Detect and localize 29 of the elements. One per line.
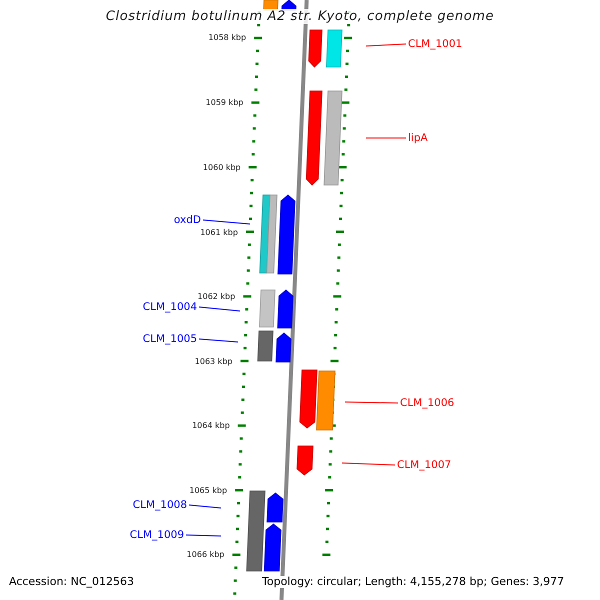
scale-label: 1065 kbp [189,485,228,497]
leader-line [344,402,398,404]
leader-line [198,338,238,342]
gene-label: CLM_1006 [400,397,454,409]
leader-line [186,534,222,536]
gene-label: CLM_1005 [142,333,197,345]
scale-label: 1064 kbp [192,420,230,432]
scale-label: 1061 kbp [200,227,238,239]
leader-line [198,306,240,312]
scale-label: 1058 kbp [208,32,246,44]
scale-label: 1059 kbp [206,97,244,109]
leader-line [366,44,406,46]
gene-label: CLM_1009 [130,529,184,541]
scale-label: 1066 kbp [186,549,224,561]
leader-line [188,504,222,508]
scale-label: 1060 kbp [202,162,241,174]
gene-label: CLM_1008 [132,499,187,511]
chart-title: Clostridium botulinum A2 str. Kyoto, complete genome [104,11,496,23]
leader-line [202,220,250,224]
scale-label: 1063 kbp [194,356,232,368]
genome-info: Topology: circular; Length: 4,155,278 bp; Genes: 3,977 [262,576,564,588]
gene-label: CLM_1001 [408,38,462,50]
gene-label: CLM_1007 [397,459,452,471]
accession-label: Accession: NC_012563 [9,576,134,588]
gene-label: oxdD [174,214,201,226]
gene-label: CLM_1004 [142,301,197,313]
scale-label: 1062 kbp [198,291,236,303]
leader-line [342,462,396,466]
gene-label: lipA [408,132,428,144]
